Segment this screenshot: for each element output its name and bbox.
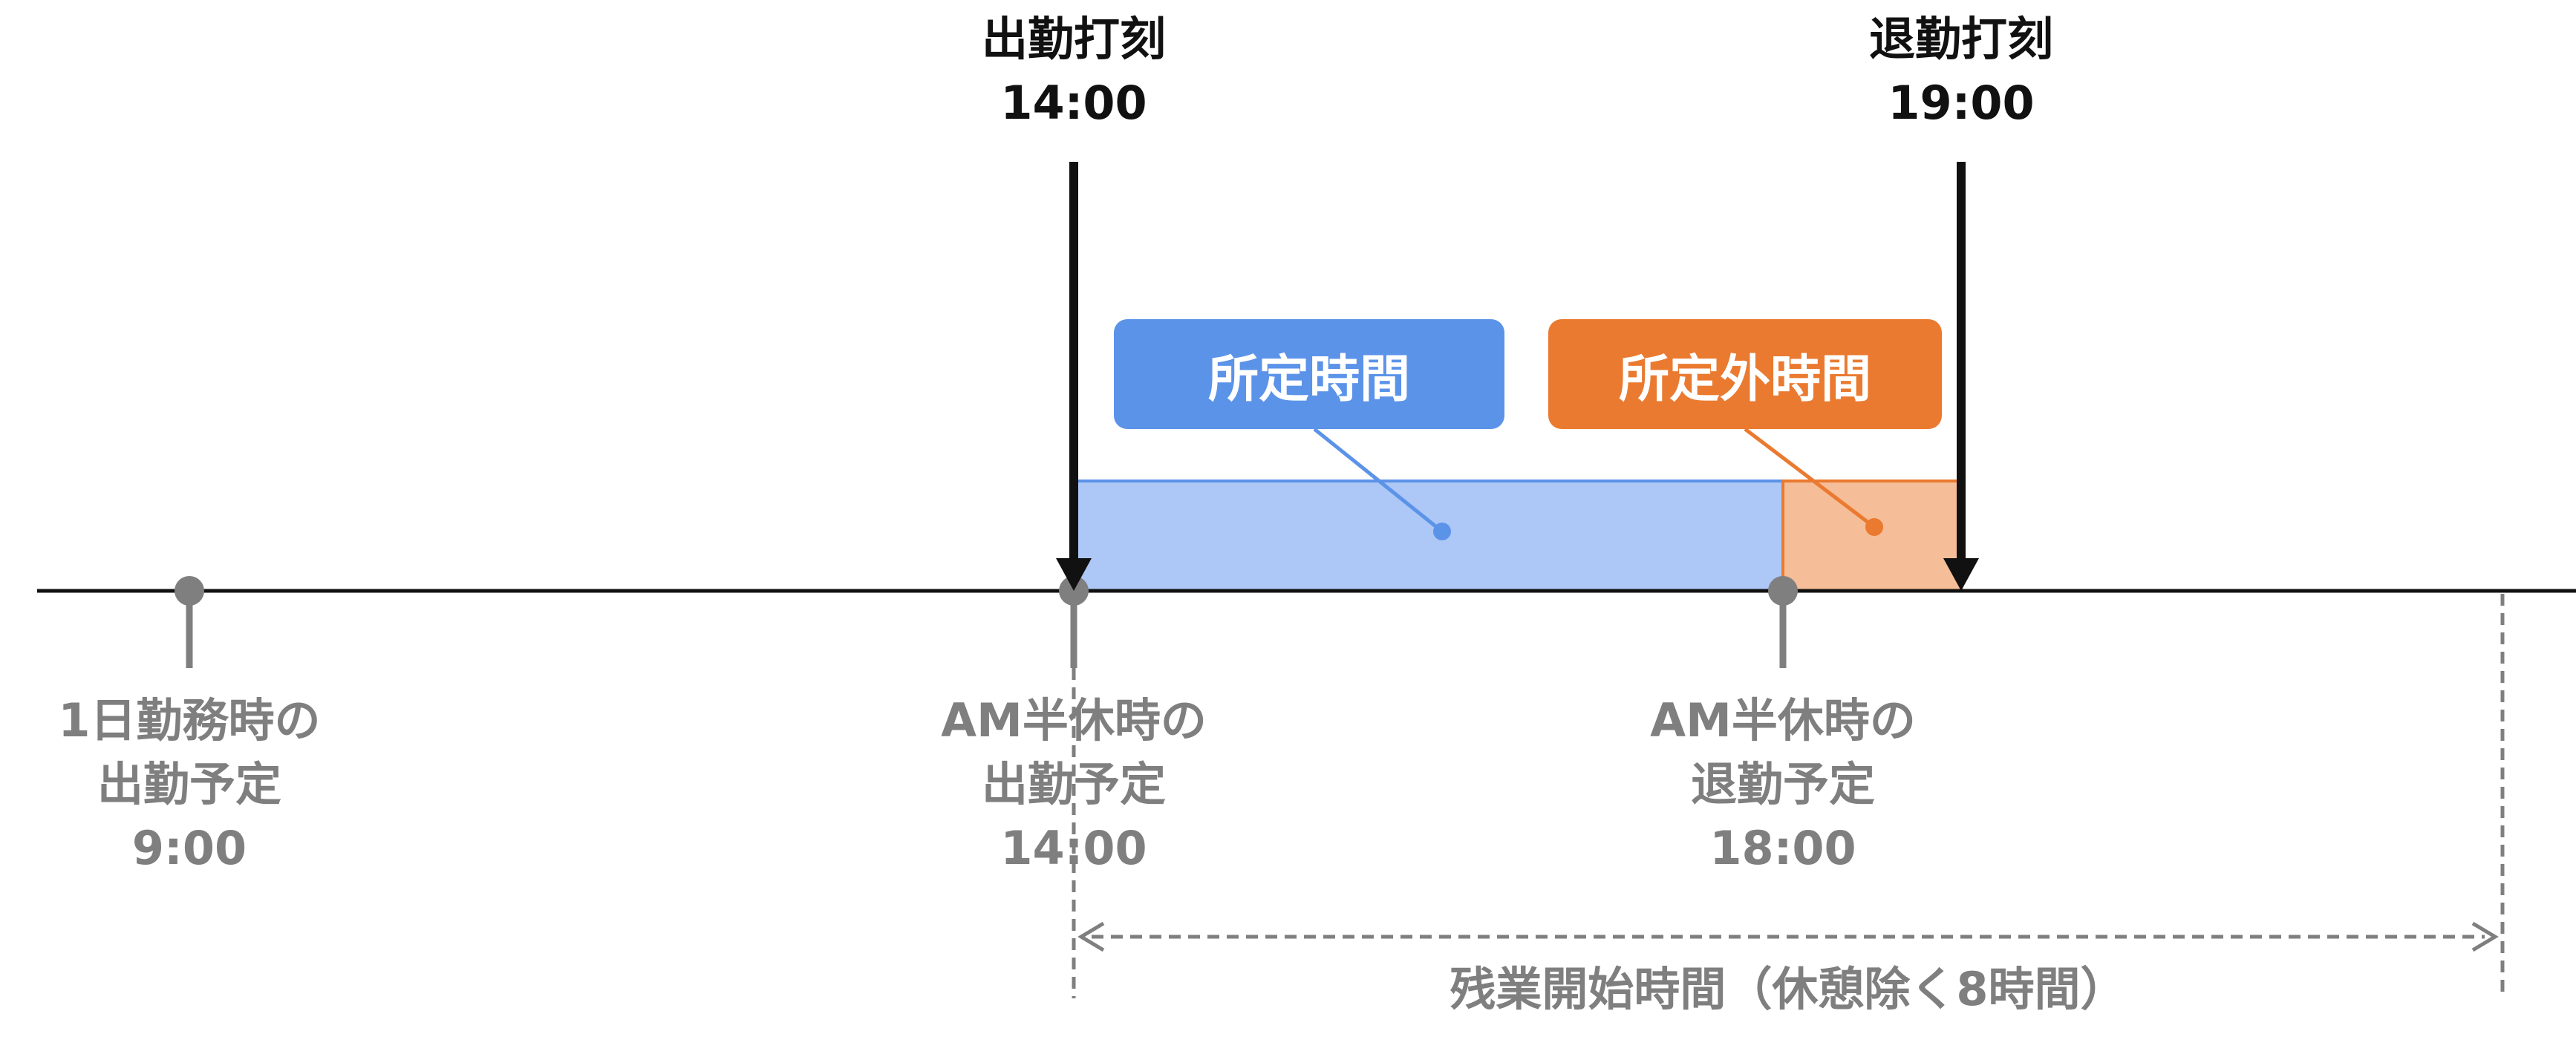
scheduled-callout-dot xyxy=(1433,523,1451,540)
overtime-start-label: 残業開始時間（休憩除く8時間） xyxy=(1450,962,2127,1016)
scheduled-time-bar xyxy=(1072,480,1784,592)
overtime-label: 所定外時間 xyxy=(1618,350,1871,409)
marker-dot-9 xyxy=(175,576,204,606)
scheduled-callout-leader xyxy=(1313,428,1444,533)
punch-in-arrowhead xyxy=(1056,558,1092,591)
punch-in-title: 出勤打刻 xyxy=(981,12,1166,66)
marker-label-time: 14:00 xyxy=(1000,821,1147,875)
overtime-bar xyxy=(1781,480,1963,592)
overtime-callout: 所定外時間 xyxy=(1548,319,1942,429)
scheduled-time-label: 所定時間 xyxy=(1207,350,1410,409)
marker-label-time: 18:00 xyxy=(1709,821,1856,875)
span-arrowhead-right xyxy=(2471,921,2499,952)
overtime-callout-leader xyxy=(1744,428,1876,528)
marker-label-line1: AM半休時の xyxy=(941,693,1207,747)
punch-out-time: 19:00 xyxy=(1888,76,2035,130)
marker-label-line1: AM半休時の xyxy=(1650,693,1916,747)
marker-label-line2: 出勤予定 xyxy=(97,757,281,811)
scheduled-time-callout: 所定時間 xyxy=(1114,319,1504,429)
marker-label-am-half-start: AM半休時の 出勤予定 14:00 xyxy=(888,689,1259,880)
punch-out-title: 退勤打刻 xyxy=(1868,12,2053,66)
punch-in-label: 出勤打刻 14:00 xyxy=(925,7,1222,135)
marker-label-time: 9:00 xyxy=(131,821,247,875)
punch-out-label: 退勤打刻 19:00 xyxy=(1813,7,2110,135)
overtime-callout-dot xyxy=(1865,518,1883,536)
span-arrowhead-left xyxy=(1077,921,1105,952)
marker-label-line2: 出勤予定 xyxy=(981,757,1166,811)
marker-label-full-day-start: 1日勤務時の 出勤予定 9:00 xyxy=(4,689,375,880)
marker-dot-18 xyxy=(1768,576,1798,606)
marker-label-line2: 退勤予定 xyxy=(1690,757,1875,811)
punch-in-time: 14:00 xyxy=(1000,76,1147,130)
punch-out-arrowhead xyxy=(1943,558,1979,591)
marker-label-am-half-end: AM半休時の 退勤予定 18:00 xyxy=(1597,689,1969,880)
marker-label-line1: 1日勤務時の xyxy=(58,693,321,747)
